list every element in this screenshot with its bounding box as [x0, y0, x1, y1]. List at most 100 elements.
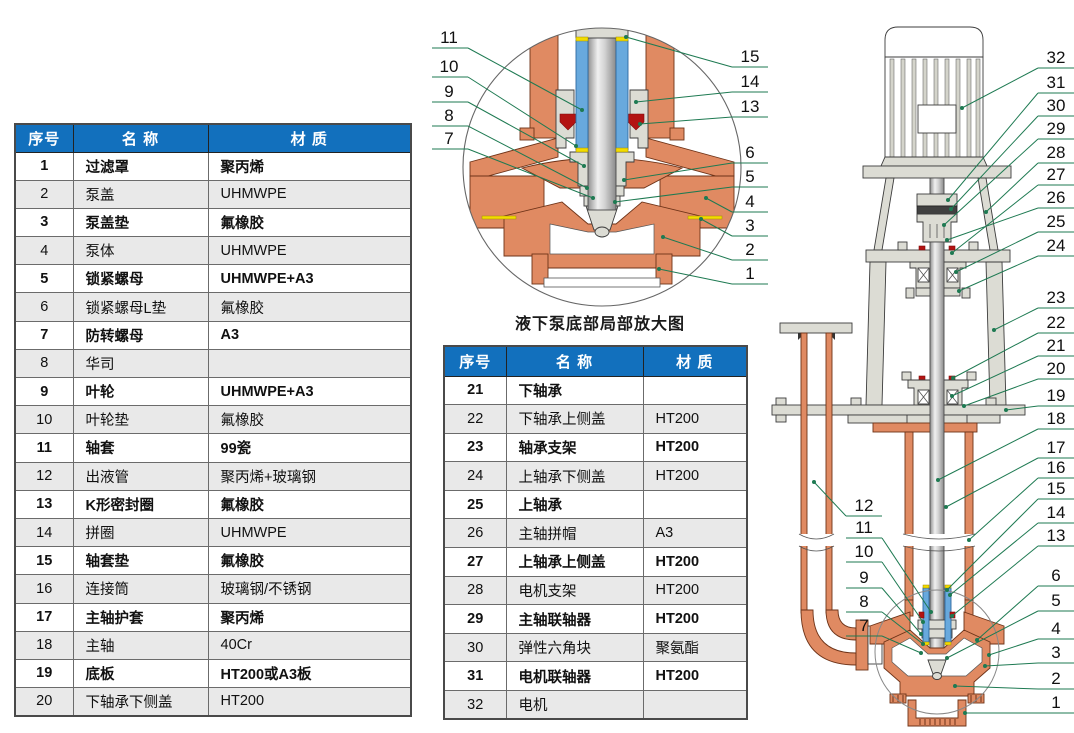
part-material: UHMWPE: [207, 179, 412, 209]
bracket-leg: [985, 261, 1007, 406]
strainer: [889, 693, 985, 727]
part-material: 玻璃钢/不锈钢: [207, 574, 412, 604]
callout-14: 14: [948, 503, 1074, 597]
part-material: HT200: [207, 687, 412, 717]
cover-gasket: [481, 215, 517, 220]
shaft-sleeve: [575, 39, 589, 151]
part-number: 22: [443, 404, 507, 434]
part-name: 连接筒: [72, 574, 209, 604]
part-name: 锁紧螺母: [72, 264, 209, 294]
part-material: 聚氨酯: [642, 632, 748, 663]
callout-14: 14: [634, 72, 768, 104]
callout-15: 15: [624, 35, 768, 68]
part-number: 16: [14, 574, 74, 604]
cover-gasket: [687, 215, 723, 220]
part-name: K形密封圈: [72, 489, 209, 519]
svg-text:16: 16: [1047, 458, 1066, 477]
callout-2: 2: [953, 669, 1074, 690]
part-material: [207, 348, 412, 379]
part-number: 27: [443, 547, 507, 577]
part-material: 氟橡胶: [207, 292, 412, 322]
sleeve-gasket: [575, 147, 589, 153]
svg-text:6: 6: [1051, 566, 1060, 585]
column-header: 序号: [443, 345, 507, 377]
svg-text:7: 7: [444, 129, 453, 148]
part-material: HT200: [642, 547, 748, 577]
k-seal: [559, 113, 577, 131]
part-name: 华司: [72, 348, 209, 379]
part-number: 26: [443, 518, 507, 549]
callout-5: 5: [613, 167, 768, 204]
coupling-assembly: [916, 177, 958, 243]
callout-25: 25: [954, 212, 1074, 274]
pump-body: [869, 584, 1005, 697]
svg-text:17: 17: [1047, 438, 1066, 457]
shaft-top-cap: [575, 28, 629, 39]
svg-text:26: 26: [1047, 188, 1066, 207]
part-number: 14: [14, 517, 74, 548]
part-name: 泵盖垫: [72, 207, 209, 238]
part-number: 20: [14, 687, 74, 717]
part-number: 32: [443, 690, 507, 720]
part-material: HT200: [642, 661, 748, 692]
callout-19: 19: [1004, 386, 1074, 412]
part-name: 叶轮: [72, 376, 209, 407]
svg-text:22: 22: [1047, 313, 1066, 332]
callout-17: 17: [944, 438, 1074, 509]
part-number: 18: [14, 630, 74, 660]
part-number: 9: [14, 376, 74, 407]
part-material: UHMWPE+A3: [207, 264, 412, 294]
callout-22: 22: [951, 313, 1074, 380]
part-material: HT200: [642, 604, 748, 634]
shaft-tip: [594, 226, 610, 238]
outer-tube: [872, 422, 978, 601]
part-number: 6: [14, 292, 74, 322]
main-shaft: [587, 33, 617, 211]
part-material: UHMWPE: [207, 236, 412, 266]
part-name: 轴套: [72, 433, 209, 463]
motor-shaft: [929, 177, 945, 197]
part-name: 电机联轴器: [505, 661, 644, 692]
callout-10: 10: [846, 542, 925, 624]
sleeve-gasket: [575, 36, 589, 42]
detail-circle: [462, 27, 742, 307]
strainer-leg: [531, 253, 549, 285]
table-header: 序号名 称材 质: [14, 123, 412, 153]
part-number: 21: [443, 375, 507, 406]
svg-text:7: 7: [859, 616, 868, 635]
part-number: 15: [14, 546, 74, 576]
part-name: 弹性六角块: [505, 632, 644, 663]
callout-6: 6: [975, 566, 1074, 642]
callout-3: 3: [983, 643, 1074, 668]
svg-text:32: 32: [1047, 48, 1066, 67]
callout-15: 15: [945, 479, 1074, 592]
part-material: 聚丙烯: [207, 151, 412, 181]
svg-text:2: 2: [745, 240, 754, 259]
part-material: 氟橡胶: [207, 207, 412, 238]
svg-text:9: 9: [859, 568, 868, 587]
callout-4: 4: [987, 619, 1074, 657]
part-name: 泵盖: [72, 179, 209, 209]
strainer-plate: [543, 277, 661, 288]
part-number: 5: [14, 264, 74, 294]
tube-flange: [872, 422, 978, 433]
part-number: 3: [14, 207, 74, 238]
part-name: 过滤罩: [72, 151, 209, 181]
